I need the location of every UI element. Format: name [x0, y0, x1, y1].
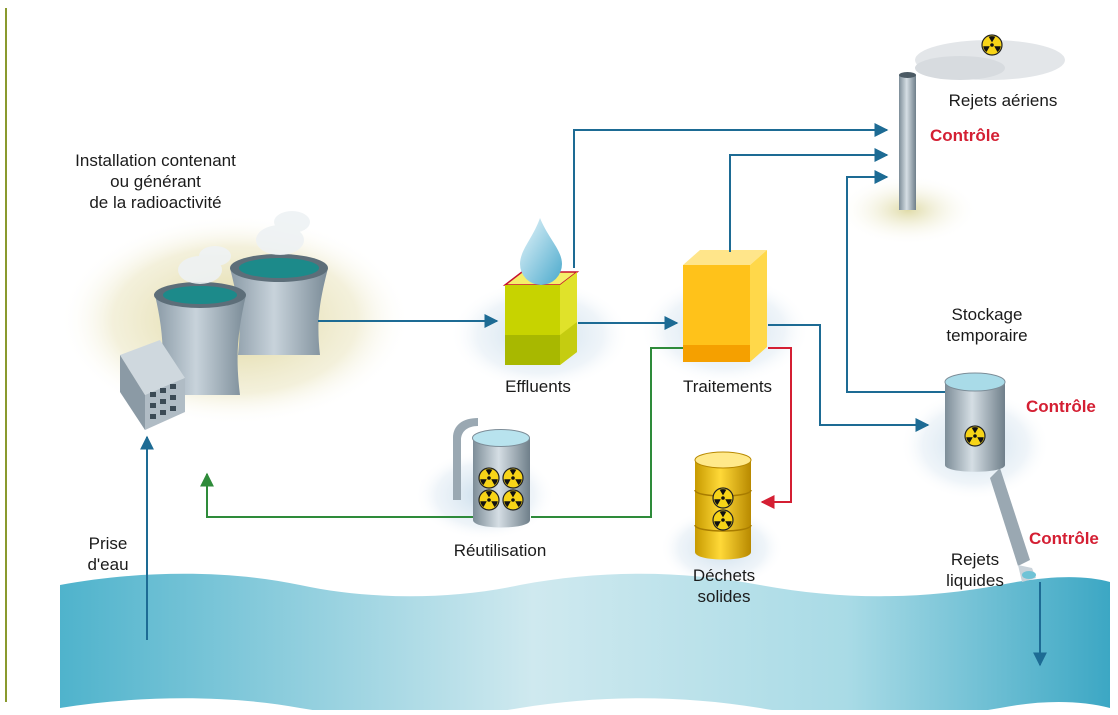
radiation-icon	[964, 425, 986, 447]
radiation-icon	[502, 489, 524, 511]
effluents-label: Effluents	[505, 377, 571, 396]
rejets-liquides-line-1: Rejets	[950, 550, 1000, 569]
controle-liquid-label: Contrôle	[1029, 529, 1099, 548]
installation-line-2: ou générant	[110, 172, 201, 191]
dechets-line-1: Déchets	[692, 566, 756, 585]
rejets-liquides-label: Rejets liquides	[930, 549, 1020, 591]
water-drop	[520, 218, 562, 285]
water-waves	[60, 573, 1110, 715]
radiation-icon	[502, 467, 524, 489]
prise-line-2: d'eau	[87, 555, 129, 574]
stockage-line-1: Stockage	[951, 305, 1023, 324]
arrow-traitements-to-reuse	[531, 347, 683, 518]
rejets-liquides-line-2: liquides	[946, 571, 1004, 590]
rejets-aeriens-label: Rejets aériens	[948, 91, 1058, 110]
arrow-traitements-to-dechets	[760, 347, 792, 509]
radiation-icon	[478, 489, 500, 511]
traitements-cube	[683, 250, 767, 362]
chimney	[899, 40, 1065, 210]
installation-line-3: de la radioactivité	[89, 193, 222, 212]
traitements-label: Traitements	[682, 377, 773, 396]
prise-deau-label: Prise d'eau	[73, 533, 143, 575]
radiation-icon	[981, 34, 1003, 56]
stockage-label: Stockage temporaire	[928, 304, 1046, 346]
dechets-label: Déchets solides	[672, 565, 776, 607]
cooling-towers	[120, 211, 328, 430]
arrow-traitements-to-storage	[768, 324, 930, 432]
reutilisation-label: Réutilisation	[453, 541, 547, 560]
arrow-effluents-to-air	[573, 123, 889, 268]
radiation-icon	[712, 509, 734, 531]
effluents-cube	[502, 271, 580, 365]
installation-line-1: Installation contenant	[75, 151, 236, 170]
radiation-icon	[712, 487, 734, 509]
stockage-line-2: temporaire	[946, 326, 1028, 345]
arrow-traitements-to-air	[729, 148, 889, 252]
prise-line-1: Prise	[88, 534, 128, 553]
controle-air-label: Contrôle	[930, 126, 1000, 145]
installation-label: Installation contenant ou générant de la…	[28, 150, 283, 213]
arrow-reuse-to-installation	[200, 472, 473, 518]
arrow-storage-to-air	[846, 170, 945, 393]
dechets-line-2: solides	[697, 587, 751, 606]
flow-lines	[140, 123, 1047, 667]
radiation-icon	[478, 467, 500, 489]
controle-storage-label: Contrôle	[1026, 397, 1096, 416]
